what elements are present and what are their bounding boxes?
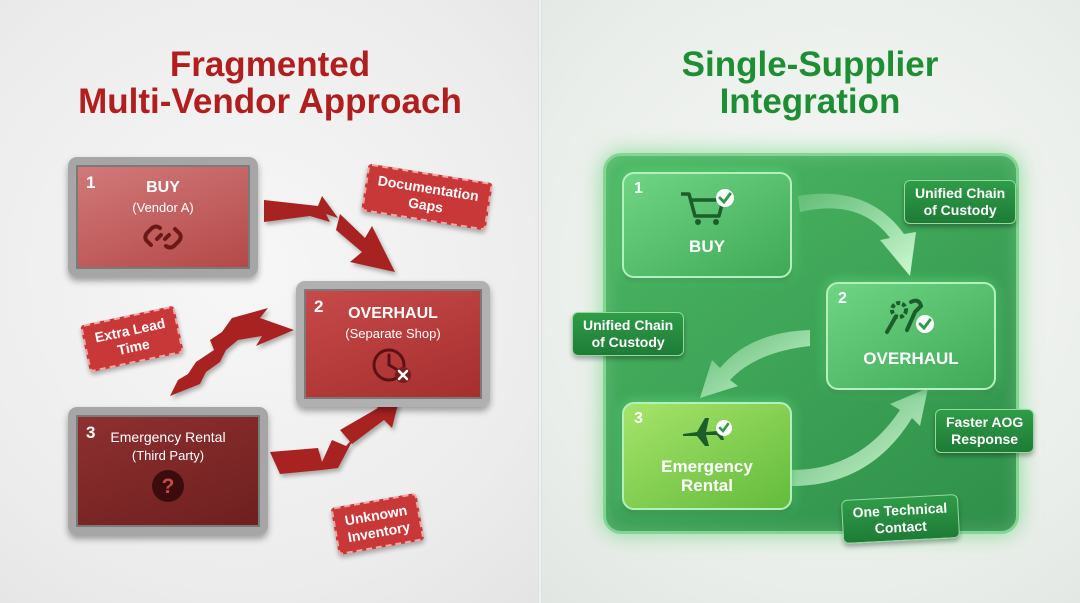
left-title-line2: Multi-Vendor Approach <box>78 82 462 121</box>
cart-check-icon <box>681 189 734 225</box>
green-buy-step-number: 1 <box>634 180 643 197</box>
tag-unified-chain-middle-line2: of Custody <box>591 334 665 350</box>
green-overhaul-step-number: 2 <box>838 290 847 307</box>
panel-divider <box>538 0 542 603</box>
plane-check-icon <box>683 418 732 446</box>
arrow-rental-to-overhaul-green <box>792 388 928 486</box>
arrow-overhaul-to-rental <box>170 308 294 396</box>
buy-subtitle: (Vendor A) <box>132 200 194 215</box>
question-icon: ? <box>152 470 184 502</box>
tag-one-technical-contact: One Technical Contact <box>840 493 960 545</box>
emergency-rental-box: 3 Emergency Rental (Third Party) ? <box>68 407 268 535</box>
overhaul-title: OVERHAUL <box>348 305 438 322</box>
arrow-buy-to-overhaul-head <box>336 214 395 272</box>
green-rental-title-line1: Emergency <box>661 457 753 476</box>
right-title-line1: Single-Supplier <box>681 45 939 84</box>
tools-check-icon <box>885 298 934 334</box>
green-overhaul-box: 2 OVERHAUL <box>826 282 996 390</box>
tag-one-technical-contact-line1: One Technical <box>852 499 948 521</box>
broken-chain-icon <box>143 224 183 250</box>
green-rental-box: 3 Emergency Rental <box>622 402 792 510</box>
buy-title: BUY <box>146 179 180 196</box>
arrow-buy-to-overhaul <box>264 196 338 222</box>
green-rental-title: Emergency Rental <box>624 457 790 495</box>
arrow-overhaul-to-rental-green <box>700 330 810 398</box>
arrow-rental-to-overhaul-head <box>340 396 400 444</box>
overhaul-step-number: 2 <box>314 297 324 316</box>
green-rental-step-number: 3 <box>634 410 643 427</box>
tag-unified-chain-top: Unified Chain of Custody <box>904 180 1017 224</box>
tag-faster-aog-response: Faster AOG Response <box>935 409 1035 453</box>
rental-title: Emergency Rental <box>110 429 226 445</box>
overhaul-subtitle: (Separate Shop) <box>345 326 441 341</box>
tag-faster-aog-line1: Faster AOG <box>946 414 1024 430</box>
left-title-line1: Fragmented <box>169 45 371 84</box>
green-buy-box: 1 BUY <box>622 172 792 278</box>
tag-faster-aog-line2: Response <box>951 431 1019 447</box>
green-buy-title: BUY <box>689 237 725 256</box>
tag-unified-chain-middle-line1: Unified Chain <box>583 317 674 333</box>
left-arrows <box>170 196 400 474</box>
arrow-rental-to-overhaul <box>270 436 355 474</box>
tag-one-technical-contact-line2: Contact <box>874 517 928 537</box>
buy-box: 1 BUY (Vendor A) <box>68 157 258 277</box>
green-rental-title-line2: Rental <box>681 476 733 495</box>
clock-x-icon <box>372 348 411 383</box>
svg-text:?: ? <box>162 475 175 498</box>
tag-unified-chain-top-line2: of Custody <box>923 202 997 218</box>
rental-step-number: 3 <box>86 423 96 442</box>
right-title-line2: Integration <box>719 82 901 121</box>
tag-unified-chain-middle: Unified Chain of Custody <box>572 312 685 356</box>
left-title: Fragmented Multi-Vendor Approach <box>20 46 520 120</box>
tag-unified-chain-top-line1: Unified Chain <box>915 185 1006 201</box>
arrow-buy-to-overhaul-green <box>798 193 916 276</box>
right-title: Single-Supplier Integration <box>560 46 1060 120</box>
green-overhaul-title: OVERHAUL <box>863 349 959 368</box>
rental-subtitle: (Third Party) <box>131 448 205 463</box>
buy-step-number: 1 <box>86 173 96 192</box>
overhaul-box: 2 OVERHAUL (Separate Shop) <box>296 281 490 407</box>
